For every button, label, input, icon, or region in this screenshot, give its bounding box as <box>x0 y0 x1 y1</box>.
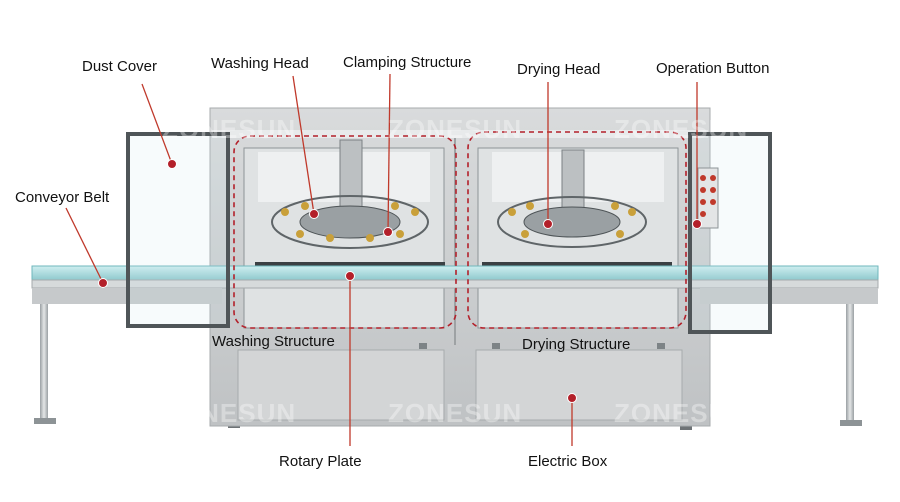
callout-lines <box>65 73 698 446</box>
label-electric-box: Electric Box <box>528 453 608 470</box>
label-dust-cover: Dust Cover <box>82 58 158 75</box>
watermark-6: ZONESUN <box>614 398 749 428</box>
callout-dot-drying-head <box>543 219 553 229</box>
label-rotary-plate: Rotary Plate <box>279 453 362 470</box>
callout-dot-washing-head <box>309 209 319 219</box>
callout-line-conveyor-belt <box>65 207 104 284</box>
callout-dot-operation-button <box>692 219 702 229</box>
watermark-5: ZONESUN <box>388 398 523 428</box>
label-washing-head: Washing Head <box>211 55 309 72</box>
label-drying-structure: Drying Structure <box>522 336 631 353</box>
label-clamping-structure: Clamping Structure <box>343 54 472 71</box>
callout-dot-dust-cover <box>167 159 177 169</box>
watermark-3: ZONESUN <box>614 114 749 144</box>
label-drying-head: Drying Head <box>517 61 601 78</box>
callout-dots <box>98 159 702 403</box>
washing-highlight-box <box>233 135 457 329</box>
callout-dot-conveyor-belt <box>98 278 108 288</box>
label-conveyor-belt: Conveyor Belt <box>15 189 110 206</box>
label-washing-structure: Washing Structure <box>212 333 335 350</box>
callout-line-washing-head <box>292 75 315 215</box>
label-operation-button: Operation Button <box>656 60 770 77</box>
callout-line-clamping-structure <box>387 73 391 233</box>
callout-dot-electric-box <box>567 393 577 403</box>
callout-dot-clamping-structure <box>383 227 393 237</box>
watermark-2: ZONESUN <box>388 114 523 144</box>
watermark-4: ZONESUN <box>162 398 297 428</box>
watermark-1: ZONESUN <box>162 114 297 144</box>
drying-highlight-box <box>467 131 687 329</box>
callout-dot-rotary-plate <box>345 271 355 281</box>
dust-cover-doors <box>126 132 772 334</box>
callout-line-dust-cover <box>141 83 173 165</box>
